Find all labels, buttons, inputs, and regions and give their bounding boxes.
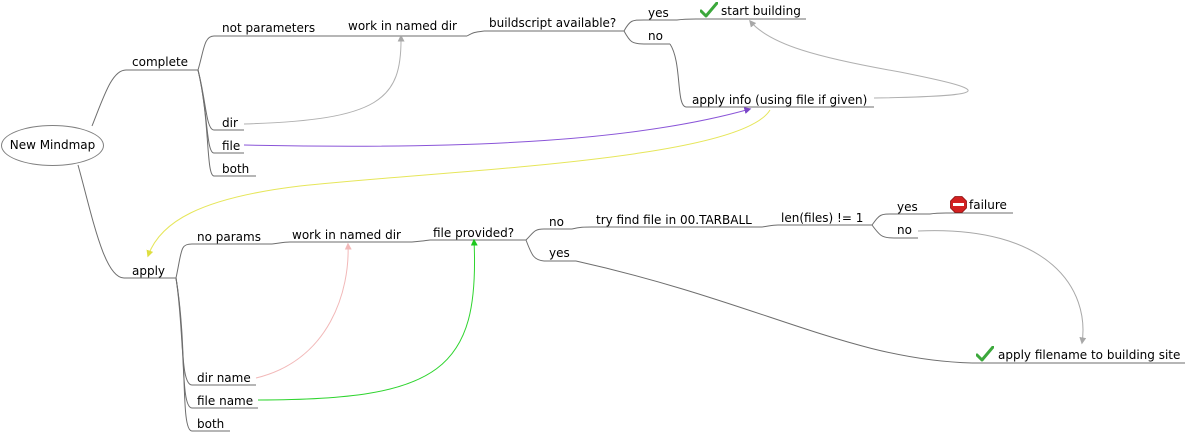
edge-tryfind-len (761, 224, 779, 228)
root-node[interactable] (1, 125, 104, 166)
edge-len-no (871, 224, 895, 239)
node-file-name[interactable]: file name (197, 394, 254, 408)
edge-no-applyinfo (669, 43, 687, 108)
stop-sign-icon (950, 196, 967, 216)
node-len-files[interactable]: len(files) != 1 (781, 211, 864, 225)
link-no-to-applyfilename (917, 230, 1087, 345)
node-apply[interactable]: apply (132, 264, 166, 278)
node-yes-2[interactable]: yes (897, 200, 918, 214)
edge-complete-notparams (197, 35, 215, 71)
node-both[interactable]: both (222, 162, 250, 176)
node-complete[interactable]: complete (132, 55, 189, 69)
edge-fileprov-no (525, 228, 545, 241)
link-applyinfo-to-start (749, 19, 969, 99)
edge-workdir-fileprov (411, 239, 431, 243)
node-work-in-named-dir-2[interactable]: work in named dir (292, 228, 401, 242)
edge-yes-applyfilename (575, 260, 973, 364)
node-try-find-file[interactable]: try find file in 00.TARBALL (596, 213, 752, 227)
node-work-in-named-dir[interactable]: work in named dir (348, 19, 457, 33)
edge-buildscript-yes (623, 19, 645, 32)
node-no-2[interactable]: no (549, 215, 564, 229)
node-buildscript-available[interactable]: buildscript available? (489, 16, 617, 30)
edge-root-complete (91, 69, 127, 127)
link-dir-to-workdir (243, 34, 405, 125)
root-label[interactable]: New Mindmap (9, 138, 96, 152)
edge-apply-both (175, 277, 193, 432)
node-not-parameters[interactable]: not parameters (222, 21, 316, 35)
edge-yes-failure (929, 212, 947, 215)
link-filename-to-fileprov (257, 238, 478, 401)
edge-workdir-buildscript (466, 30, 485, 37)
edge-noparams-workdir (271, 241, 291, 245)
node-file-provided[interactable]: file provided? (433, 226, 515, 240)
checkmark-icon (975, 345, 995, 365)
edge-no-tryfind (571, 226, 593, 230)
node-apply-info[interactable]: apply info (using file if given) (692, 93, 868, 107)
node-failure[interactable]: failure (969, 198, 1007, 212)
checkmark-icon (699, 1, 719, 21)
link-applyinfo-to-apply (146, 109, 771, 258)
node-start-building[interactable]: start building (721, 4, 801, 18)
link-file-to-applyinfo (243, 107, 752, 147)
edge-buildscript-no (623, 30, 645, 45)
edge-complete-both (197, 69, 215, 177)
node-both-2[interactable]: both (197, 417, 225, 431)
node-no[interactable]: no (648, 29, 663, 43)
node-no-params[interactable]: no params (197, 230, 261, 244)
edge-root-apply (77, 164, 125, 279)
edge-apply-noparams (175, 243, 193, 279)
node-dir[interactable]: dir (222, 116, 238, 130)
link-dirname-to-workdir (255, 242, 352, 379)
edge-yes-start (676, 18, 697, 21)
node-file[interactable]: file (222, 139, 241, 153)
node-dir-name[interactable]: dir name (197, 371, 251, 385)
node-yes[interactable]: yes (648, 6, 669, 20)
node-yes-3[interactable]: yes (549, 246, 570, 260)
edge-fileprov-yes (525, 239, 545, 262)
node-no-3[interactable]: no (897, 223, 912, 237)
node-apply-filename[interactable]: apply filename to building site (998, 348, 1181, 362)
edge-len-yes (871, 213, 895, 226)
